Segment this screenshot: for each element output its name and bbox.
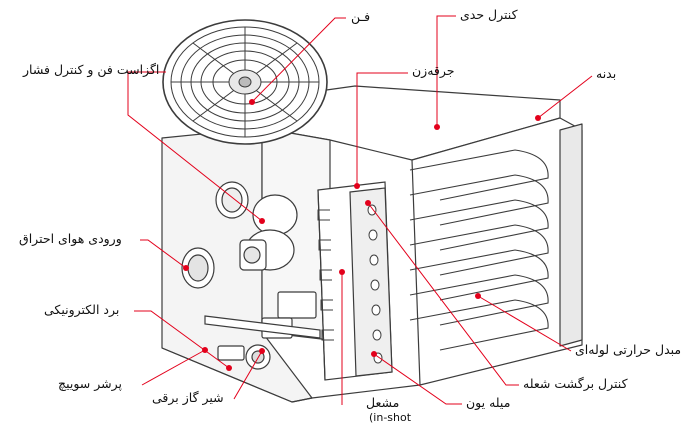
dot-exhaust-fan (259, 218, 265, 224)
leader-heat-exchanger (477, 295, 572, 352)
leader-dots (183, 99, 541, 371)
leader-exhaust-fan (127, 71, 263, 222)
dot-flame-rollout (365, 200, 371, 206)
leader-limit-control (436, 15, 456, 127)
label-tube-heat-exchanger: مبدل حرارتی لوله‌ای (575, 342, 682, 357)
dot-burner (339, 269, 345, 275)
dot-spark-igniter (354, 183, 360, 189)
gas-piping (204, 291, 321, 370)
dot-fan (249, 99, 255, 105)
dot-limit-control (434, 124, 440, 130)
leader-gas-valve (233, 350, 263, 400)
label-flame-rollout-control: کنترل برگشت شعله (523, 376, 628, 391)
tube (409, 249, 549, 301)
exhaust-blower (239, 194, 298, 271)
tube (409, 224, 549, 276)
dot-heat-exchanger (475, 293, 481, 299)
burner-manifold (317, 181, 393, 381)
label-electronic-board: برد الکترونیکی (44, 302, 120, 317)
leader-fan (251, 17, 346, 103)
leader-spark-igniter (356, 72, 408, 186)
leader-body (537, 75, 593, 119)
dot-pressure-switch (202, 347, 208, 353)
label-body: بدنه (596, 66, 617, 81)
tube (409, 299, 549, 351)
leader-air-inlet (140, 239, 187, 269)
right-front-face (411, 117, 583, 386)
label-burner-sub: (in-shot (369, 411, 412, 424)
dot-electronic-board (226, 365, 232, 371)
burner-tubes (317, 209, 334, 341)
label-fan: فـن (351, 9, 371, 24)
tube (409, 149, 549, 201)
dot-air-inlet (183, 265, 189, 271)
leader-ion-rod (373, 353, 462, 405)
tube (409, 174, 549, 226)
right-flange (559, 123, 583, 347)
label-pressure-switch: پرشر سوییچ (58, 376, 122, 391)
dot-ion-rod (371, 351, 377, 357)
label-combustion-air-inlet: ورودی هوای احتراق (19, 231, 122, 246)
axial-fan (162, 19, 328, 145)
heat-exchanger-tubes (409, 149, 549, 351)
label-fan-exhaust-pressure-control: اگزاست فن و کنترل فشار (23, 62, 160, 77)
label-ion-rod: میله یون (466, 395, 511, 410)
label-limit-control: کنترل حدی (460, 7, 518, 22)
dot-gas-valve (259, 348, 265, 354)
label-electric-gas-valve: شیر گاز برقی (152, 390, 224, 405)
base-rail (161, 347, 421, 403)
leader-pressure-switch (141, 349, 206, 386)
dot-body (535, 115, 541, 121)
tube (409, 274, 549, 326)
label-spark-igniter: جرقه‌زن (412, 63, 455, 78)
leader-flame-rollout (367, 202, 519, 386)
tube (409, 199, 549, 251)
leader-lines (127, 15, 593, 405)
label-burner: مشعل (366, 395, 400, 410)
